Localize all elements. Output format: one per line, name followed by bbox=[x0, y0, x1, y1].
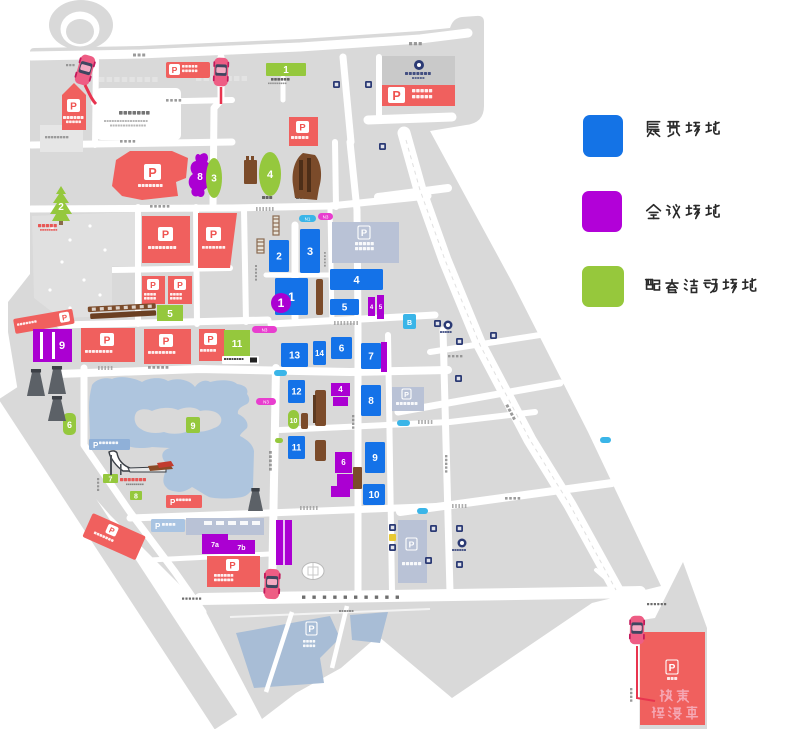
svg-text:10: 10 bbox=[368, 490, 380, 501]
svg-text:P: P bbox=[177, 280, 183, 290]
svg-text:4: 4 bbox=[267, 169, 274, 181]
svg-text:4: 4 bbox=[338, 385, 343, 394]
svg-text:P: P bbox=[210, 229, 217, 241]
svg-text:3: 3 bbox=[211, 174, 217, 185]
svg-text:P: P bbox=[669, 663, 676, 674]
svg-text:P: P bbox=[93, 441, 99, 450]
svg-text:P: P bbox=[172, 65, 178, 75]
svg-text:8: 8 bbox=[134, 494, 138, 501]
svg-text:N1: N1 bbox=[305, 216, 311, 221]
svg-text:9: 9 bbox=[372, 453, 378, 464]
svg-text:7a: 7a bbox=[211, 542, 219, 549]
svg-text:7: 7 bbox=[109, 477, 113, 484]
svg-text:P: P bbox=[163, 336, 170, 347]
svg-text:6: 6 bbox=[339, 344, 345, 355]
svg-text:P: P bbox=[108, 525, 116, 535]
svg-text:6: 6 bbox=[67, 420, 72, 430]
svg-text:14: 14 bbox=[315, 349, 324, 358]
svg-text:P: P bbox=[392, 89, 400, 103]
svg-text:P: P bbox=[104, 335, 111, 346]
svg-text:3: 3 bbox=[307, 246, 313, 258]
svg-text:2: 2 bbox=[276, 252, 282, 263]
svg-text:P: P bbox=[361, 227, 367, 238]
svg-text:P: P bbox=[70, 101, 77, 112]
svg-text:5: 5 bbox=[167, 309, 173, 320]
svg-text:P: P bbox=[409, 539, 415, 549]
svg-text:P: P bbox=[170, 498, 176, 507]
svg-text:11: 11 bbox=[292, 443, 302, 453]
svg-text:4: 4 bbox=[370, 305, 374, 311]
svg-text:5: 5 bbox=[342, 303, 348, 314]
svg-text:N3: N3 bbox=[262, 327, 268, 332]
svg-text:8: 8 bbox=[197, 172, 203, 183]
svg-text:P: P bbox=[155, 522, 161, 531]
svg-text:P: P bbox=[299, 122, 305, 133]
svg-text:B: B bbox=[407, 320, 412, 327]
svg-text:2: 2 bbox=[58, 202, 64, 213]
svg-text:P: P bbox=[61, 313, 68, 323]
svg-text:7: 7 bbox=[368, 352, 374, 363]
svg-text:5: 5 bbox=[379, 305, 383, 311]
svg-text:P: P bbox=[229, 560, 235, 571]
svg-text:9: 9 bbox=[190, 421, 195, 431]
svg-text:P: P bbox=[308, 623, 314, 634]
svg-text:P: P bbox=[207, 334, 213, 345]
svg-text:N3: N3 bbox=[263, 399, 269, 404]
svg-text:8: 8 bbox=[368, 396, 374, 407]
svg-text:7b: 7b bbox=[237, 545, 245, 552]
svg-text:N3: N3 bbox=[323, 214, 329, 219]
svg-text:P: P bbox=[148, 166, 156, 180]
svg-text:10: 10 bbox=[290, 418, 298, 425]
svg-text:1: 1 bbox=[288, 290, 295, 304]
svg-text:9: 9 bbox=[59, 340, 65, 352]
svg-text:4: 4 bbox=[353, 274, 360, 286]
svg-text:13: 13 bbox=[289, 351, 301, 362]
svg-text:12: 12 bbox=[291, 387, 301, 397]
svg-text:1: 1 bbox=[278, 296, 285, 310]
svg-text:P: P bbox=[162, 229, 169, 241]
svg-text:1: 1 bbox=[283, 65, 289, 76]
svg-text:P: P bbox=[150, 280, 156, 290]
svg-text:P: P bbox=[404, 390, 409, 399]
svg-text:6: 6 bbox=[341, 458, 346, 467]
svg-text:11: 11 bbox=[232, 339, 243, 350]
